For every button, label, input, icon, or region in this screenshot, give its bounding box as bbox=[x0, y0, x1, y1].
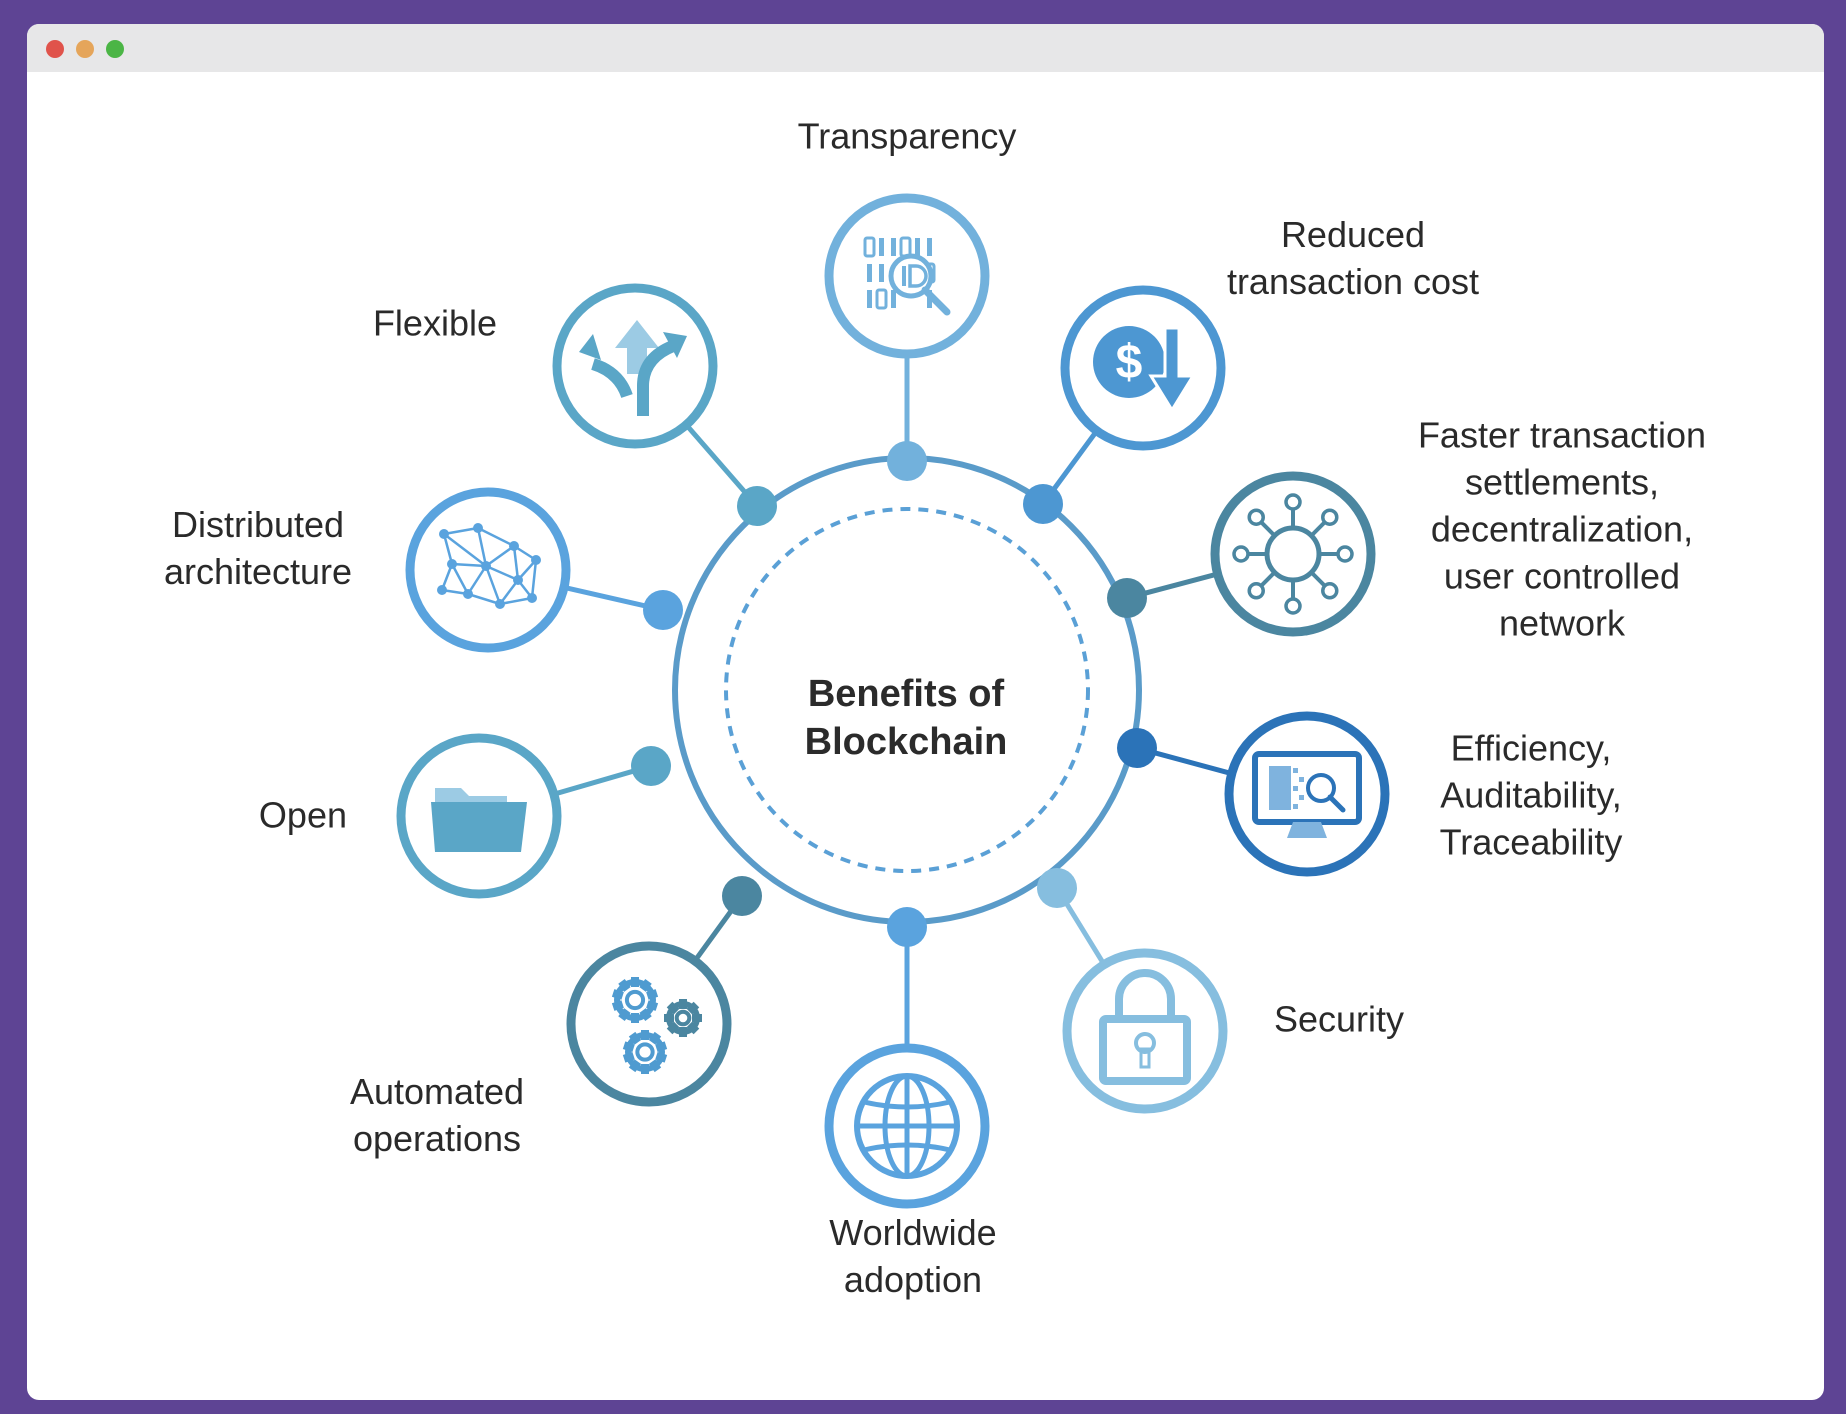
benefit-node-efficiency bbox=[1117, 711, 1390, 877]
globe-icon bbox=[854, 1073, 960, 1179]
close-button[interactable] bbox=[46, 40, 64, 58]
dollar-down-icon: $ bbox=[1093, 326, 1196, 413]
svg-text:$: $ bbox=[1116, 336, 1143, 389]
ring-dot-faster-settlements bbox=[1107, 578, 1147, 618]
ring-dot-flexible bbox=[737, 486, 777, 526]
ring-dot-automated bbox=[722, 876, 762, 916]
folder-icon bbox=[431, 788, 527, 852]
benefit-node-worldwide bbox=[824, 907, 990, 1209]
dashed-inner-ring bbox=[724, 507, 1090, 873]
ring-dot-efficiency bbox=[1117, 728, 1157, 768]
label-open: Open bbox=[258, 794, 347, 836]
minimize-button[interactable] bbox=[76, 40, 94, 58]
zoom-button[interactable] bbox=[106, 40, 124, 58]
mesh-network-icon bbox=[437, 523, 541, 609]
split-arrows-icon bbox=[579, 320, 687, 416]
padlock-icon bbox=[1099, 969, 1191, 1085]
label-efficiency: Efficiency,Auditability,Traceability bbox=[1439, 727, 1623, 863]
benefit-node-automated bbox=[566, 876, 762, 1107]
label-transparency: Transparency bbox=[797, 115, 1017, 157]
label-flexible: Flexible bbox=[372, 302, 497, 344]
ring-dot-reduced-cost bbox=[1023, 484, 1063, 524]
benefits-diagram: $ bbox=[396, 193, 1390, 1209]
benefit-node-open bbox=[396, 733, 671, 899]
window-titlebar bbox=[27, 24, 1824, 72]
ring-dot-open bbox=[631, 746, 671, 786]
benefit-node-reduced-cost: $ bbox=[1023, 285, 1226, 524]
id-search-icon bbox=[863, 236, 951, 316]
ring-dot-distributed bbox=[643, 590, 683, 630]
benefit-node-distributed bbox=[405, 487, 683, 653]
gears-icon bbox=[611, 977, 702, 1074]
monitor-search-icon bbox=[1252, 751, 1362, 838]
ring-dot-worldwide bbox=[887, 907, 927, 947]
benefit-node-transparency bbox=[824, 193, 990, 481]
ring-dot-security bbox=[1037, 868, 1077, 908]
benefit-node-faster-settlements bbox=[1107, 471, 1376, 637]
benefit-node-security bbox=[1037, 868, 1228, 1114]
ring-dot-transparency bbox=[887, 441, 927, 481]
benefit-node-flexible bbox=[552, 283, 777, 526]
network-hub-icon bbox=[1232, 493, 1354, 615]
icon-circle-automated bbox=[566, 941, 732, 1107]
label-security: Security bbox=[1274, 998, 1405, 1040]
